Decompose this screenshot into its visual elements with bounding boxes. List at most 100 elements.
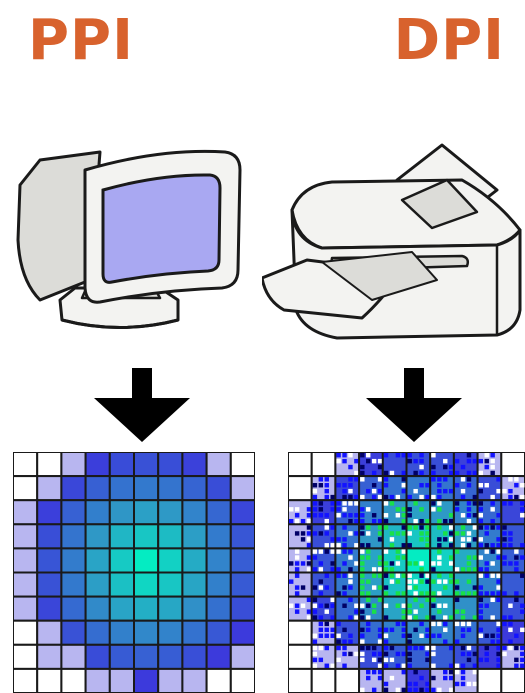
ink-dot [354,513,358,517]
ink-dot [402,525,406,529]
ink-dot [319,561,323,565]
ink-dot [437,622,441,626]
ink-dot [348,453,352,457]
ink-dot [514,658,518,662]
ink-dot [384,483,388,487]
ink-dot [413,688,417,692]
ink-dot [437,604,441,608]
ink-dot [502,531,506,535]
ink-dot [384,664,388,668]
pixel-cell [207,645,231,669]
ink-dot [372,604,376,608]
ink-dot [496,585,500,589]
pixel-cell [13,621,37,645]
ink-dot [384,549,388,553]
pixel-cell [207,548,231,572]
pixel-cell [61,597,85,621]
ink-dot [307,615,311,619]
ink-dot [425,652,429,656]
ink-dot [419,676,423,680]
pixel-cell [231,669,255,693]
ink-dot [419,483,423,487]
ink-dot [366,531,370,535]
ink-dot [520,483,524,487]
ink-dot [496,622,500,626]
ink-dot [390,537,394,541]
ink-dot [360,555,364,559]
pixel-cell [182,548,206,572]
ink-dot [313,585,317,589]
ink-dot [402,628,406,632]
ink-dot [425,537,429,541]
ink-dot [313,615,317,619]
pixel-cell [61,645,85,669]
pixel-cell [13,452,37,476]
ink-dot [431,465,435,469]
ink-dot [378,634,382,638]
ink-dot [348,567,352,571]
ink-dot [378,531,382,535]
ink-dot [301,561,305,565]
ink-dot [425,634,429,638]
ink-dot [514,483,518,487]
ink-dot [366,646,370,650]
pixel-cell [61,669,85,693]
ink-dot [419,537,423,541]
ink-dot [319,483,323,487]
ink-dot [496,477,500,481]
pixel-cell [134,452,158,476]
pixel-cell [231,597,255,621]
ink-dot [479,525,483,529]
ink-dot [496,549,500,553]
pixel-cell [158,548,182,572]
ink-dot [378,525,382,529]
ink-dot [330,501,334,505]
ink-dot [378,658,382,662]
ink-dot [425,688,429,692]
ink-dot [508,501,512,505]
ink-dot [402,471,406,475]
ink-dot [490,615,494,619]
ink-dot [319,615,323,619]
ink-dot [342,507,346,511]
ink-dot [455,585,459,589]
ink-dot [455,567,459,571]
ink-dot [437,489,441,493]
ink-dot [473,567,477,571]
ink-dot [295,609,299,613]
ink-dot [437,501,441,505]
ink-dot [473,682,477,686]
ink-dot [342,664,346,668]
ink-dot [390,567,394,571]
pixel-cell [61,452,85,476]
ink-dot [325,495,329,499]
pixel-cell [37,500,61,524]
ink-dot [520,652,524,656]
ink-dot [490,543,494,547]
ink-dot [336,549,340,553]
ink-dot [408,652,412,656]
dot-cell [288,476,312,500]
ink-dot [342,646,346,650]
ink-dot [348,495,352,499]
ink-dot [413,501,417,505]
dpi-dot-grid [288,452,525,693]
ink-dot [502,543,506,547]
ink-dot [455,598,459,602]
ink-dot [295,531,299,535]
ink-dot [496,591,500,595]
ink-dot [485,634,489,638]
ink-dot [354,561,358,565]
ink-dot [479,543,483,547]
ink-dot [325,513,329,517]
ink-dot [514,591,518,595]
ink-dot [360,543,364,547]
ink-dot [449,646,453,650]
ink-dot [502,525,506,529]
ink-dot [366,591,370,595]
ink-dot [289,519,293,523]
ink-dot [473,615,477,619]
ink-dot [360,615,364,619]
ink-dot [360,567,364,571]
ink-dot [419,574,423,578]
